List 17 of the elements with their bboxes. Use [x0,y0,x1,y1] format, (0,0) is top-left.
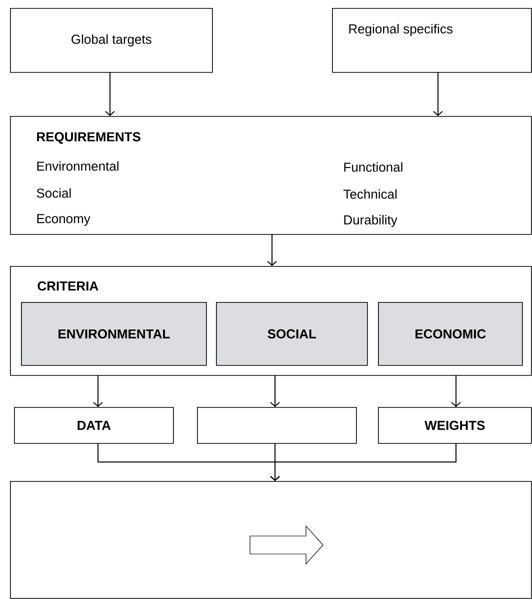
result-box [10,481,532,599]
requirements-panel: REQUIREMENTS Environmental Social Economy Functional Technical Durability [10,116,532,235]
input-box [197,407,357,444]
arrow [270,442,456,481]
arrow [433,72,443,116]
process-box: Regional specifics [332,8,532,73]
input-box: DATA [14,407,174,444]
arrow [93,374,103,407]
criteria-box: SOCIAL [216,302,368,366]
arrow [105,72,115,116]
criteria-box: ECONOMIC [378,302,523,366]
arrow [270,374,280,407]
arrow [451,374,461,407]
process-box: Global targets [10,8,213,73]
criteria-box: ENVIRONMENTAL [21,302,207,366]
input-box: WEIGHTS [378,407,532,444]
arrow [267,234,277,266]
